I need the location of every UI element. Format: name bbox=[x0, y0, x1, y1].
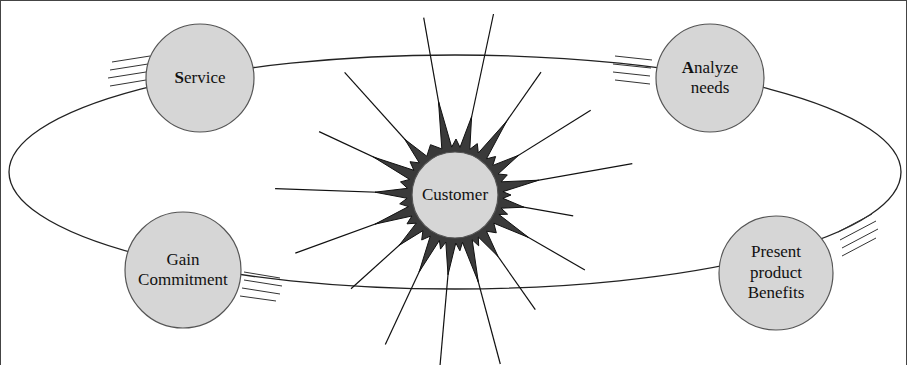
stage-circle: Service bbox=[145, 23, 255, 133]
stage-circle: Present product Benefits bbox=[718, 215, 834, 331]
stage-circle: Customer bbox=[411, 151, 499, 239]
stage-label: Analyze needs bbox=[674, 58, 746, 99]
stage-label: Gain Commitment bbox=[133, 250, 233, 291]
stage-label: Present product Benefits bbox=[740, 242, 812, 303]
stage-label: Service bbox=[175, 68, 226, 88]
stage-circle: Analyze needs bbox=[655, 23, 765, 133]
stage-label: Customer bbox=[422, 185, 488, 205]
stage-circle: Gain Commitment bbox=[124, 211, 242, 329]
